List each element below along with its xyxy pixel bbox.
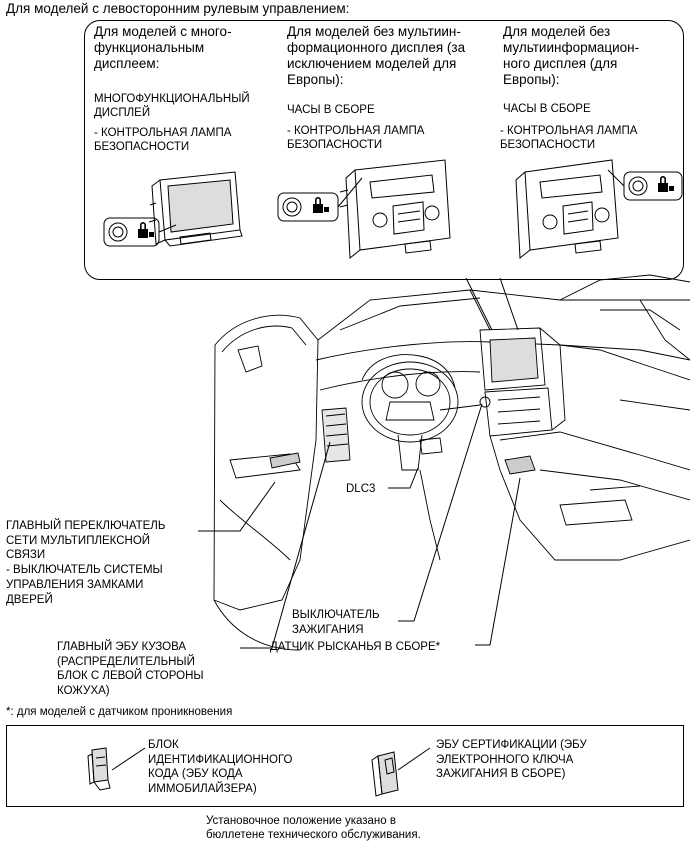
display-unit-icon xyxy=(148,171,243,247)
clock-unit-icon xyxy=(515,159,619,259)
yaw-sensor-label: ДАТЧИК РЫСКАНЬЯ В СБОРЕ* xyxy=(270,641,441,653)
lock-icon xyxy=(658,176,674,192)
id-code-box-icon xyxy=(87,747,146,791)
panel-1-heading: Для моделей с много- функциональным дисп… xyxy=(94,24,232,71)
lock-icon xyxy=(138,222,154,238)
dlc3-label: DLC3 xyxy=(346,483,376,495)
panel-1-component: МНОГОФУНКЦИОНАЛЬНЫЙ ДИСПЛЕЙ xyxy=(94,93,250,120)
main-body-ecu-label: ГЛАВНЫЙ ЭБУ КУЗОВА (РАСПРЕДЕЛИТЕЛЬНЫЙ БЛ… xyxy=(57,641,204,698)
panel-2-component: ЧАСЫ В СБОРЕ xyxy=(287,104,375,116)
id-code-box-label: БЛОК ИДЕНТИФИКАЦИОННОГО КОДА (ЭБУ КОДА И… xyxy=(148,739,293,796)
ignition-switch-label: ВЫКЛЮЧАТЕЛЬ ЗАЖИГАНИЯ xyxy=(292,609,380,636)
panel-2-sub: - КОНТРОЛЬНАЯ ЛАМПА БЕЗОПАСНОСТИ xyxy=(287,125,425,152)
vehicle-interior xyxy=(213,274,690,651)
callout-panel xyxy=(84,20,684,280)
panel-3-sub: - КОНТРОЛЬНАЯ ЛАМПА БЕЗОПАСНОСТИ xyxy=(500,125,638,152)
page-title: Для моделей с левосторонним рулевым упра… xyxy=(6,1,350,16)
label-leaders xyxy=(198,403,521,649)
bottom-component-box xyxy=(6,725,684,807)
certification-ecu-label: ЭБУ СЕРТИФИКАЦИИ (ЭБУ ЭЛЕКТРОННОГО КЛЮЧА… xyxy=(436,739,587,781)
lock-icon xyxy=(313,197,329,213)
footnote: *: для моделей с датчиком проникновения xyxy=(6,706,233,718)
panel-3-component: ЧАСЫ В СБОРЕ xyxy=(503,103,591,115)
panel-1-sub: - КОНТРОЛЬНАЯ ЛАМПА БЕЗОПАСНОСТИ xyxy=(94,127,232,154)
panel-3-heading: Для моделей без мультиинформацион- ного … xyxy=(503,24,640,87)
panel-2-heading: Для моделей без мультиин- формационного … xyxy=(287,24,466,87)
clock-unit-icon xyxy=(339,159,451,260)
service-note: Установочное положение указано в бюллете… xyxy=(206,815,421,842)
certification-ecu-icon xyxy=(371,747,431,797)
multiplex-switch-label: ГЛАВНЫЙ ПЕРЕКЛЮЧАТЕЛЬ СЕТИ МУЛЬТИПЛЕКСНО… xyxy=(6,520,166,606)
